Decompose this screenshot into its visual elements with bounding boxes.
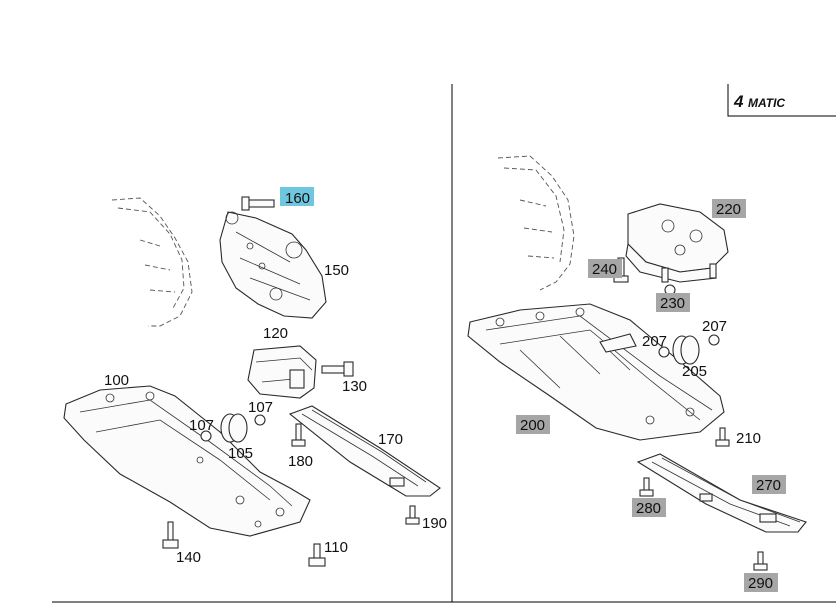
- label-230-box: [656, 293, 690, 312]
- label-290-box: [744, 573, 778, 592]
- label-140: 140: [176, 549, 201, 566]
- part-100-crossmember: [63, 385, 311, 537]
- part-110-bolt: [308, 543, 326, 567]
- part-200-crossmember-4matic: [467, 303, 725, 441]
- label-107-left: 107: [189, 417, 214, 434]
- label-207-right: 207: [702, 318, 727, 335]
- label-105: 105: [228, 445, 253, 462]
- label-240: 240: [592, 261, 617, 278]
- label-120: 120: [263, 325, 288, 342]
- part-107-nut-left: [200, 430, 212, 442]
- part-220-engine-mount-4matic: [625, 203, 729, 283]
- label-110: 110: [324, 539, 348, 556]
- label-220: 220: [716, 201, 741, 218]
- label-130: 130: [342, 378, 367, 395]
- part-210-bolt: [715, 427, 730, 447]
- label-210: 210: [736, 430, 761, 447]
- label-207-left: 207: [642, 333, 667, 350]
- part-207-nut-right: [708, 334, 720, 346]
- label-170: 170: [378, 431, 403, 448]
- svg-text:MATIC: MATIC: [748, 96, 785, 110]
- part-120-transmission-mount: [247, 345, 317, 399]
- label-280: 280: [636, 500, 661, 517]
- part-107-nut-right: [254, 414, 266, 426]
- transmission-housing-left: [111, 197, 193, 327]
- part-205-rubber-bushing: [672, 335, 700, 365]
- label-270-box: [752, 475, 786, 494]
- logo-frame: [727, 84, 836, 117]
- label-200-box: [516, 415, 550, 434]
- label-107-right: 107: [248, 399, 273, 416]
- label-270: 270: [756, 477, 781, 494]
- part-105-rubber-bushing: [220, 413, 248, 443]
- part-160-bolt: [241, 196, 275, 211]
- label-150: 150: [324, 262, 349, 279]
- label-240-box: [588, 259, 622, 278]
- label-205: 205: [682, 363, 707, 380]
- part-140-bolt: [162, 521, 179, 549]
- part-270-rail: [636, 453, 807, 533]
- part-130-bolt: [321, 361, 354, 377]
- part-207-nut-left: [658, 346, 670, 358]
- part-180-bolt: [291, 423, 306, 447]
- label-160: 160: [285, 190, 310, 207]
- label-230: 230: [660, 295, 685, 312]
- part-170-rail: [288, 405, 441, 497]
- part-150-transmission-bracket: [219, 211, 327, 319]
- 4matic-logo: 4 MATIC: [733, 92, 785, 111]
- label-220-box: [712, 199, 746, 218]
- part-290-bolt: [753, 551, 768, 571]
- label-280-box: [632, 498, 666, 517]
- label-160-highlight: [280, 187, 314, 206]
- label-180: 180: [288, 453, 313, 470]
- part-190-bolt: [405, 505, 420, 525]
- label-100: 100: [104, 372, 129, 389]
- part-280-bolt: [639, 477, 654, 497]
- label-200: 200: [520, 417, 545, 434]
- label-190: 190: [422, 515, 447, 532]
- label-290: 290: [748, 575, 773, 592]
- transmission-housing-right: [497, 155, 575, 291]
- svg-text:4: 4: [733, 92, 744, 111]
